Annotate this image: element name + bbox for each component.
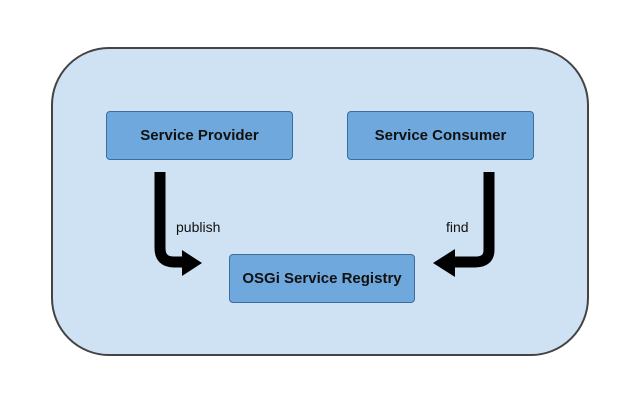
find-label: find	[446, 219, 469, 235]
osgi-service-registry-label: OSGi Service Registry	[242, 270, 402, 287]
osgi-framework-container	[51, 47, 589, 356]
service-provider-node: Service Provider	[106, 111, 293, 160]
osgi-service-registry-node: OSGi Service Registry	[229, 254, 415, 303]
service-consumer-label: Service Consumer	[374, 127, 507, 144]
service-consumer-node: Service Consumer	[347, 111, 534, 160]
publish-label: publish	[176, 219, 221, 235]
service-provider-label: Service Provider	[140, 127, 259, 144]
